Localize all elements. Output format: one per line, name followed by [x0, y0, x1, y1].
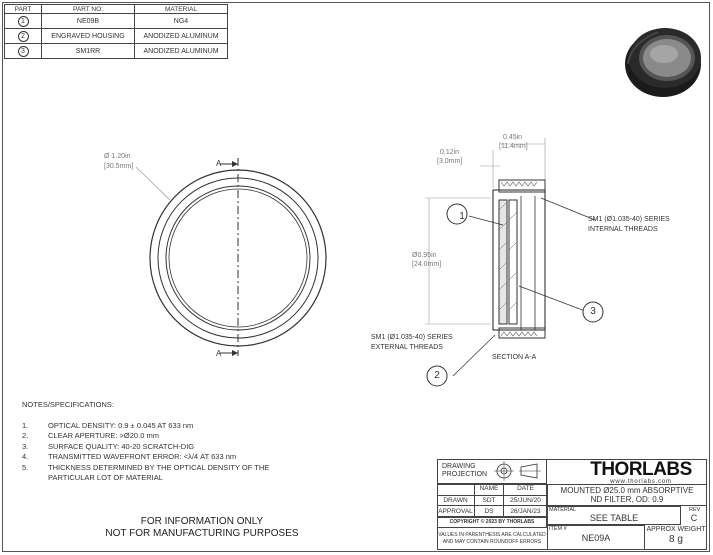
part-no-cell: NE09B — [41, 13, 135, 29]
parts-table: PART PART NO. MATERIAL 1 NE09B NG4 2 ENG… — [4, 4, 228, 59]
material-cell-box — [547, 506, 681, 525]
list-item: 4.TRANSMITTED WAVEFRONT ERROR: <λ/4 AT 6… — [22, 452, 237, 461]
list-item: 5.THICKNESS DETERMINED BY THE OPTICAL DE… — [22, 462, 270, 472]
item-value: NE09A — [581, 533, 611, 543]
drawn-label: DRAWN — [443, 497, 468, 504]
projection-symbol-icon — [494, 461, 541, 481]
table-row: 3 SM1RR ANODIZED ALUMINUM — [4, 43, 228, 59]
rev-value: C — [690, 513, 698, 523]
material-label: MATERIAL — [549, 507, 577, 513]
header-part: PART — [4, 4, 42, 14]
list-item: PARTICULAR LOT OF MATERIAL — [48, 473, 163, 482]
balloon-2: 2 — [434, 370, 440, 381]
title-cell — [547, 484, 707, 506]
copyright-cell — [437, 517, 547, 528]
dim-width-mm: [11.4mm] — [499, 143, 528, 150]
dim-inner: Ø0.95in — [412, 252, 437, 259]
internal-threads-label-1: SM1 (Ø1.035-40) SERIES — [588, 216, 670, 223]
dim-inner-mm: [24.0mm] — [412, 261, 442, 268]
part-title-line-1: MOUNTED Ø25.0 mm ABSORPTIVE — [560, 486, 694, 495]
values-note-2: AND MAY CONTAIN ROUNDOFF ERRORS — [442, 539, 542, 545]
section-view — [425, 138, 604, 387]
list-item: 3.SURFACE QUALITY: 40-20 SCRATCH-DIG — [22, 441, 195, 451]
section-marker-top: A — [216, 159, 222, 168]
dim-width: 0.45in — [503, 134, 523, 141]
list-item: 2.CLEAR APERTURE: >Ø20.0 mm — [22, 431, 159, 440]
rev-label: REV — [689, 507, 701, 513]
approval-label: APPROVAL — [438, 508, 473, 515]
part-number-badge: 1 — [17, 15, 29, 27]
projection-label-2: PROJECTION — [442, 471, 488, 478]
front-view — [135, 158, 327, 356]
approval-name: DS — [484, 508, 494, 515]
external-threads-label-2: EXTERNAL THREADS — [371, 344, 443, 351]
header-part-no: PART NO. — [41, 4, 135, 14]
header-material: MATERIAL — [134, 4, 228, 14]
disclaimer: FOR INFORMATION ONLY NOT FOR MANUFACTURI… — [92, 516, 312, 540]
weight-label: APPROX WEIGHT — [646, 526, 706, 533]
front-diameter-label: Ø 1.20in — [104, 153, 131, 160]
table-row: 2 ENGRAVED HOUSING ANODIZED ALUMINUM — [4, 28, 228, 44]
approval-date: 26/JAN/23 — [510, 508, 541, 515]
material-cell: ANODIZED ALUMINUM — [134, 43, 228, 59]
disclaimer-line-2: NOT FOR MANUFACTURING PURPOSES — [105, 528, 299, 539]
external-threads-label-1: SM1 (Ø1.035-40) SERIES — [371, 334, 453, 341]
internal-threads-label-2: INTERNAL THREADS — [588, 226, 658, 233]
website: www.thorlabs.com — [610, 479, 672, 485]
notes-section: NOTES/SPECIFICATIONS: 1.OPTICAL DENSITY:… — [22, 400, 269, 484]
front-diameter-mm: [30.5mm] — [104, 163, 134, 170]
disclaimer-line-1: FOR INFORMATION ONLY — [140, 516, 264, 527]
section-label: SECTION A-A — [492, 354, 537, 361]
drawn-row — [437, 495, 547, 506]
material-cell: ANODIZED ALUMINUM — [134, 28, 228, 44]
projection-label-1: DRAWING — [442, 463, 476, 470]
notes-title: NOTES/SPECIFICATIONS: — [22, 400, 114, 409]
projection-cell — [437, 459, 547, 484]
item-label: ITEM # — [549, 526, 567, 532]
name-column — [474, 484, 504, 517]
dim-thread: 0.12in — [440, 149, 460, 156]
balloon-3: 3 — [590, 306, 596, 317]
part-no-cell: ENGRAVED HOUSING — [41, 28, 135, 44]
thorlabs-logo: THORLABS — [590, 459, 692, 480]
list-item: 1.OPTICAL DENSITY: 0.9 ± 0.045 AT 633 nm — [22, 420, 194, 430]
part-number-badge: 3 — [17, 45, 29, 57]
values-note-1: VALUES IN PARENTHESIS ARE CALCULATED — [438, 532, 546, 538]
drawn-date: 25/JUN/20 — [510, 497, 541, 504]
date-header: DATE — [517, 485, 534, 492]
part-number-badge: 2 — [17, 30, 29, 42]
part-title-line-2: ND FILTER, OD: 0.9 — [590, 495, 664, 504]
part-no-cell: SM1RR — [41, 43, 135, 59]
drawn-name: SDT — [482, 497, 496, 504]
weight-value: 8 g — [669, 534, 683, 545]
balloon-1: 1 — [459, 211, 465, 222]
item-cell — [547, 525, 645, 550]
table-row: 1 NE09B NG4 — [4, 13, 228, 29]
dim-thread-mm: [3.0mm] — [437, 158, 463, 165]
product-photo — [625, 28, 701, 97]
material-value: SEE TABLE — [589, 513, 639, 523]
name-header: NAME — [479, 485, 499, 492]
copyright-text: COPYRIGHT © 2023 BY THORLABS — [449, 519, 535, 525]
section-marker-bottom: A — [216, 349, 222, 358]
material-cell: NG4 — [134, 13, 228, 29]
parts-table-header: PART PART NO. MATERIAL — [4, 4, 228, 14]
